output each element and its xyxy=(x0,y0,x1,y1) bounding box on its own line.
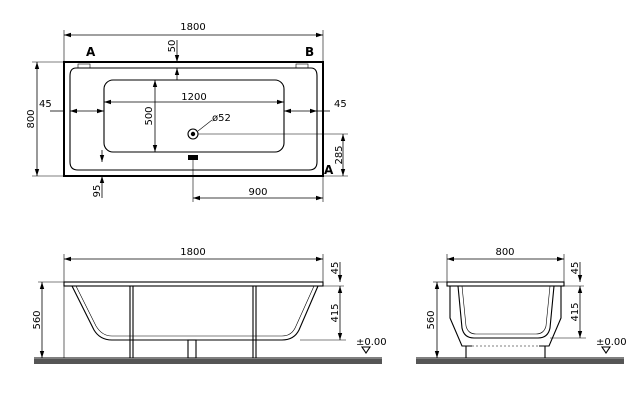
dim-rim-side: 45 xyxy=(330,262,341,275)
dim-side-left: 45 xyxy=(39,99,52,110)
dim-overflow-offset: 95 xyxy=(92,185,103,198)
dim-height-end: 560 xyxy=(426,310,437,329)
dim-side-right: 45 xyxy=(334,99,347,110)
bathtub-body-end xyxy=(457,285,555,339)
dim-drain-offset-y: 285 xyxy=(334,145,345,164)
dim-length-top: 1800 xyxy=(180,22,205,33)
top-view: 1800 A B A 800 45 45 1 xyxy=(26,22,348,202)
dim-rim-floor-end: 415 xyxy=(570,302,581,321)
frame-left-end xyxy=(449,286,472,347)
dim-length-side: 1800 xyxy=(180,247,205,258)
dim-height-side: 560 xyxy=(32,310,43,329)
dim-drain-offset-x: 900 xyxy=(248,187,267,198)
drain-inner xyxy=(190,131,196,137)
bathtub-basin-top xyxy=(103,79,285,153)
dim-rim-end: 45 xyxy=(570,262,581,275)
corner-label-a-top-left: A xyxy=(86,45,96,59)
dim-inner-length: 1200 xyxy=(181,92,206,103)
bathtub-body-side xyxy=(71,285,319,341)
end-view: 800 560 45 415 ±0.00 xyxy=(416,247,627,364)
floor-hatch-end xyxy=(416,359,624,364)
dim-width-top: 800 xyxy=(26,109,37,128)
side-view: 1800 560 45 415 xyxy=(32,247,387,364)
frame-right-end xyxy=(539,286,562,347)
floor-level-end: ±0.00 xyxy=(596,337,627,348)
floor-hatch-side xyxy=(34,359,382,364)
bathtub-outline-top xyxy=(63,61,324,177)
overflow xyxy=(188,155,198,160)
dim-drain-diameter: ø52 xyxy=(212,113,231,124)
floor-level-side: ±0.00 xyxy=(356,337,387,348)
dim-rim-floor-side: 415 xyxy=(330,303,341,322)
dim-rim-top: 50 xyxy=(167,40,178,53)
corner-label-b-top-right: B xyxy=(305,45,314,59)
corner-label-a-bottom-right: A xyxy=(324,163,334,177)
drain-trap-side xyxy=(187,339,197,359)
dim-width-end: 800 xyxy=(495,247,514,258)
bathtub-rim-end xyxy=(446,281,565,287)
bathtub-rim-top xyxy=(69,67,318,171)
bathtub-rim-side xyxy=(63,281,324,287)
dim-inner-width: 500 xyxy=(144,106,155,125)
